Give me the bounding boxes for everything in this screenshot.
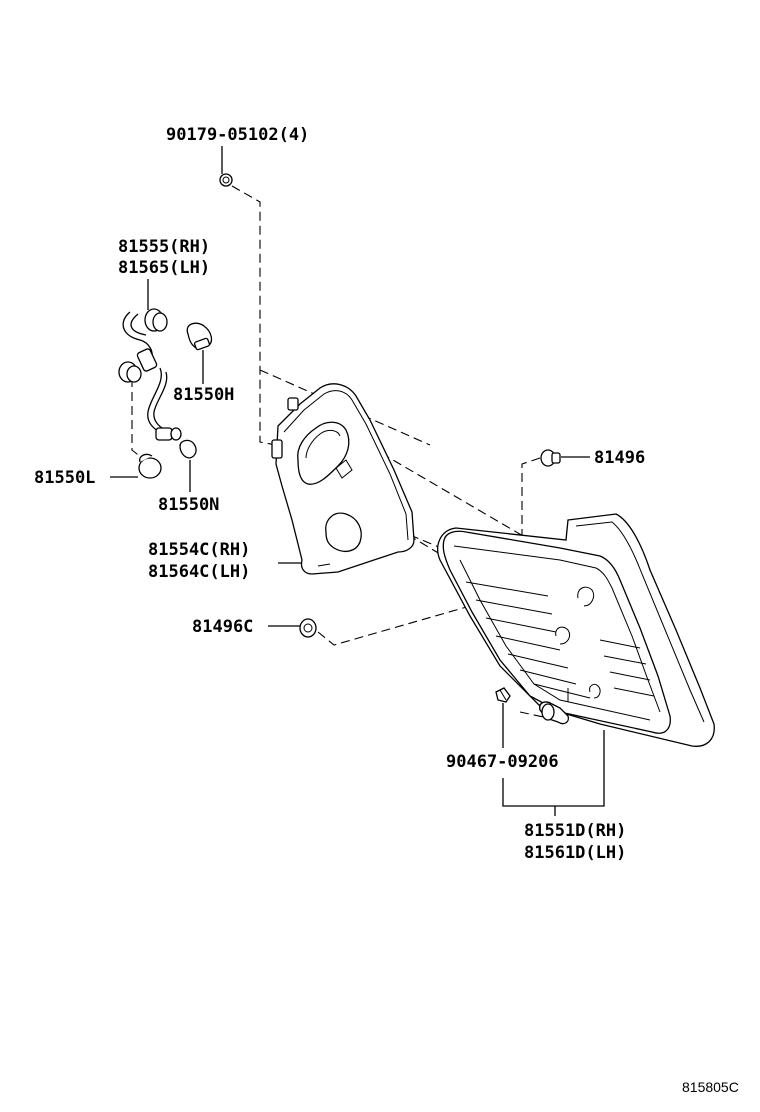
label-bulb-h: 81550H: [173, 385, 234, 405]
label-socket-rh: 81555(RH): [118, 237, 210, 257]
screw-part: [495, 687, 511, 703]
rear-lamp-part: [437, 513, 715, 747]
diagram-code: 815805C: [682, 1079, 739, 1095]
label-bulb-l: 81550L: [34, 468, 95, 488]
bulb-h-part: [186, 322, 213, 351]
label-bulb-n: 81550N: [158, 495, 219, 515]
clip-top-part: [540, 449, 561, 467]
label-clip-c: 81496C: [192, 617, 253, 637]
socket-wire-part: [118, 308, 182, 441]
label-clip-top: 81496: [594, 448, 645, 468]
bulb-l-part: [138, 453, 162, 479]
clip-c-part: [299, 618, 317, 638]
screw-nut-part: [219, 173, 233, 187]
label-lamp-lh: 81561D(LH): [524, 843, 626, 863]
service-cover-part: [271, 383, 415, 575]
label-screw: 90467-09206: [446, 752, 559, 772]
label-lamp-rh: 81551D(RH): [524, 821, 626, 841]
label-cover-rh: 81554C(RH): [148, 540, 250, 560]
label-cover-lh: 81564C(LH): [148, 562, 250, 582]
bulb-n-part: [179, 439, 197, 459]
label-screw-nut: 90179-05102(4): [166, 125, 309, 145]
label-socket-lh: 81565(LH): [118, 258, 210, 278]
